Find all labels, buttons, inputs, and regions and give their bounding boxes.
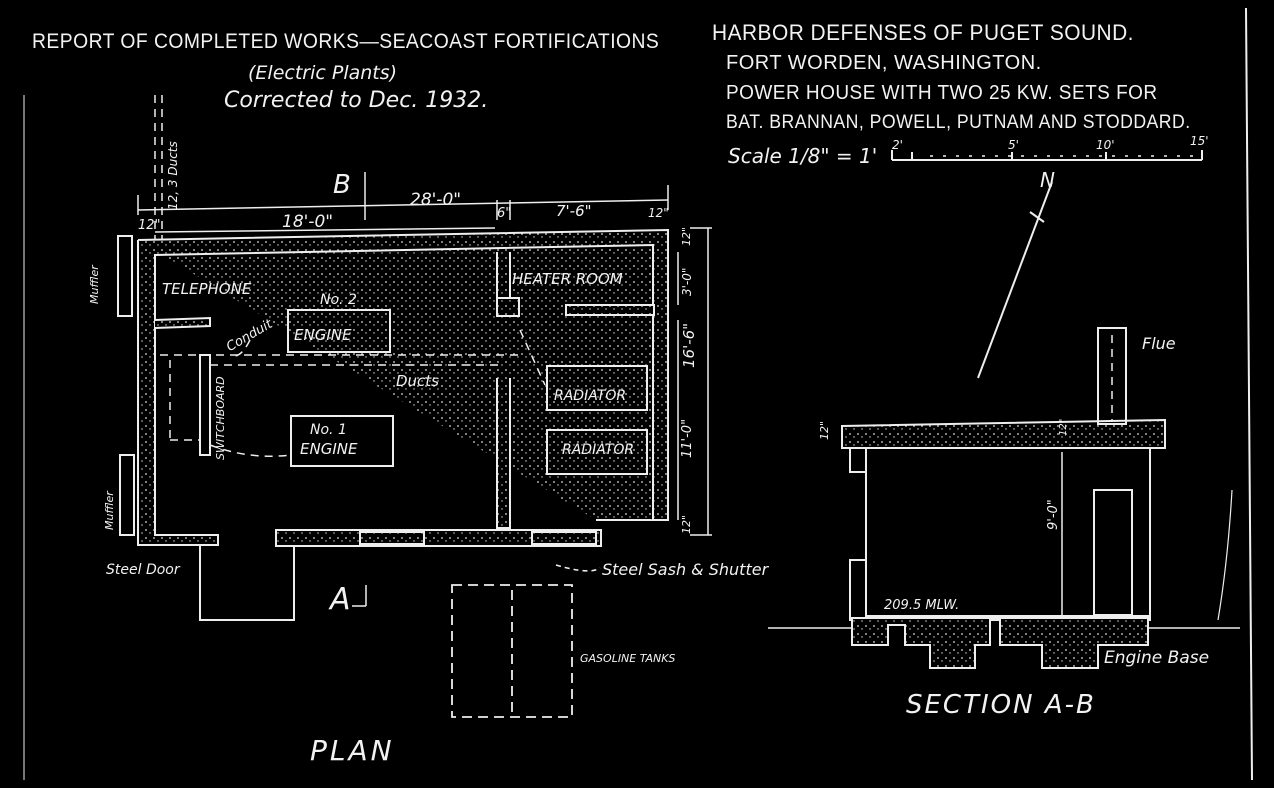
steel-sash-window-1: [359, 531, 425, 545]
engine-base: [851, 617, 1149, 669]
engine-no2-name: ENGINE: [294, 326, 352, 344]
radiator-1-block: [546, 365, 648, 411]
scale-tick-15: 15': [1190, 134, 1209, 148]
muffler-bottom: [119, 454, 135, 536]
section-walls: [768, 418, 1240, 669]
dim-wall-bottom: 12": [680, 514, 693, 534]
dim-partition: 6": [497, 206, 512, 221]
room-telephone: TELEPHONE: [162, 280, 252, 298]
section-door: [1093, 489, 1133, 616]
scale-tick-2: 2': [892, 138, 903, 152]
gasoline-tanks-label: GASOLINE TANKS: [580, 652, 676, 665]
ducts-label: Ducts: [396, 372, 440, 390]
steel-door-label: Steel Door: [106, 562, 180, 578]
flue: [1097, 327, 1127, 425]
north-label: N: [1040, 168, 1055, 192]
batteries-desc: BAT. BRANNAN, POWELL, PUTNAM AND STODDAR…: [726, 112, 1191, 133]
dim-heater-width: 7'-6": [556, 202, 592, 220]
dim-wall-top: 12": [680, 226, 693, 246]
plan-title: PLAN: [310, 734, 395, 767]
harbor-title: HARBOR DEFENSES OF PUGET SOUND.: [712, 20, 1134, 45]
dim-left-part: 18'-0": [282, 212, 334, 232]
ducts-note: 12, 3 Ducts: [166, 141, 180, 210]
page-border-right: [1245, 7, 1253, 781]
fort-name: FORT WORDEN, WASHINGTON.: [726, 52, 1042, 74]
plan-dimensions: [137, 172, 712, 607]
muffler-bottom-label: Muffler: [103, 491, 116, 530]
scale-tick-10: 10': [1096, 138, 1115, 152]
engine-no1-name: ENGINE: [300, 440, 358, 458]
dim-radiator-depth: 11'-0": [680, 418, 695, 458]
section-roof-dim-2: 12": [1058, 418, 1069, 436]
room-heater: HEATER ROOM: [512, 270, 623, 288]
muffler-top: [117, 235, 133, 317]
gasoline-tanks: [451, 584, 573, 718]
report-date: Corrected to Dec. 1932.: [224, 88, 489, 113]
north-arrow: [977, 181, 1053, 379]
section-height: 9'-0": [1046, 499, 1061, 530]
dim-heater-depth: 3'-0": [680, 267, 694, 296]
radiator-2-label: RADIATOR: [562, 442, 635, 458]
engine-base-label: Engine Base: [1104, 648, 1210, 668]
engine-no1-label: No. 1: [310, 422, 347, 438]
report-title: REPORT OF COMPLETED WORKS—SEACOAST FORTI…: [32, 30, 660, 53]
engine-no2-label: No. 2: [320, 292, 357, 308]
floor-level: 209.5 MLW.: [884, 598, 960, 613]
steel-sash-label: Steel Sash & Shutter: [602, 560, 769, 579]
dim-wall-right: 12": [648, 206, 669, 220]
report-subtitle: (Electric Plants): [248, 62, 398, 84]
scale-bar: [891, 150, 1203, 161]
dim-depth: 16'-6": [680, 322, 698, 368]
radiator-2-block: [546, 429, 648, 475]
plan-walls: [137, 228, 669, 621]
switchboard-label: SWITCHBOARD: [214, 376, 227, 460]
scale-tick-5: 5': [1008, 138, 1019, 152]
section-title: SECTION A-B: [906, 690, 1096, 720]
section-marker-a: A: [330, 582, 351, 617]
steel-sash-window-2: [531, 531, 597, 545]
radiator-1-label: RADIATOR: [554, 388, 627, 404]
scale-label: Scale 1/8" = 1': [728, 144, 878, 168]
section-marker-b: B: [333, 170, 351, 200]
engine-no2-block: [287, 309, 391, 353]
duct-lines: [154, 95, 546, 457]
section-roof-dim: 12": [818, 420, 831, 440]
engine-no1-block: [290, 415, 394, 467]
muffler-top-label: Muffler: [88, 265, 101, 304]
dim-overall-width: 28'-0": [410, 190, 462, 210]
dim-wall-left: 12": [138, 218, 161, 233]
power-house-desc: POWER HOUSE WITH TWO 25 KW. SETS FOR: [726, 82, 1158, 104]
flue-label: Flue: [1142, 334, 1176, 353]
switchboard-panel: [199, 354, 211, 456]
